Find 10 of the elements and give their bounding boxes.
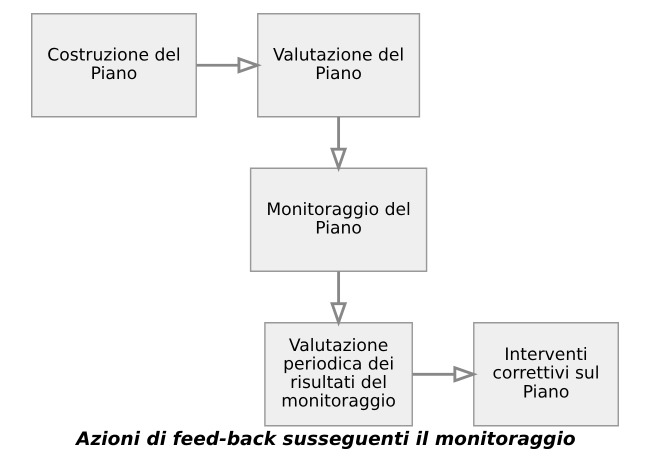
node-box: Valutazione del Piano <box>257 13 420 118</box>
node-box: Monitoraggio del Piano <box>250 168 428 272</box>
node-box: Valutazione periodica dei risultati del monitoraggio <box>264 322 413 426</box>
arrow <box>330 116 348 172</box>
arrow <box>330 271 348 327</box>
arrow <box>196 56 262 74</box>
node-box: Interventi correttivi sul Piano <box>473 322 619 426</box>
arrow <box>412 366 478 383</box>
caption: Azioni di feed-back susseguenti il monitoraggio <box>76 428 576 450</box>
node-box: Costruzione del Piano <box>31 13 197 118</box>
